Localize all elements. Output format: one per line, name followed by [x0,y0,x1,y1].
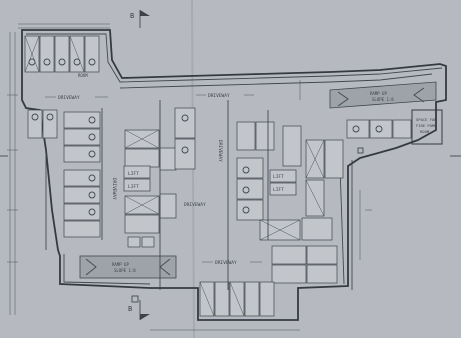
pump-room-label-3: ROOM [420,129,430,134]
ramp-right-label-1: RAMP UP [370,91,387,96]
parking-block-center-right: LIFT LIFT [236,121,333,241]
room-top-label: ROOM [78,73,88,78]
dimension-lines [7,23,372,331]
lift-label-2: LIFT [128,184,139,190]
driveway-label-bottom: DRIVEWAY [215,260,237,266]
parking-row-left-upper [27,109,58,139]
ramp-right: RAMP UP SLOPE 1:8 [329,81,437,109]
ramp-bottom-label-1: RAMP UP [112,262,129,267]
section-label-top: B [130,12,134,20]
parking-row-top [24,35,100,73]
section-label-bottom: B [128,305,132,313]
ramp-bottom-label-2: SLOPE 1:8 [114,268,136,273]
driveway-label-vertical-right: DRIVEWAY [217,140,223,162]
section-marker-top: B [130,10,150,28]
parking-column-left [63,111,101,238]
driveway-label-vertical-left: DRIVEWAY [111,178,117,200]
driveway-label-center: DRIVEWAY [184,202,206,208]
columns-and-details [0,100,461,303]
driveway-labels: DRIVEWAY DRIVEWAY DRIVEWAY DRIVEWAY DRIV… [45,93,262,266]
pump-room-label-2: FIRE PUMP [416,123,437,128]
lift-label-4: LIFT [273,187,284,193]
lift-block-left: LIFT LIFT [123,165,151,192]
driveway-label-top-center: DRIVEWAY [208,93,230,99]
lift-label-3: LIFT [273,174,284,180]
driveway-label-top-left: DRIVEWAY [58,95,80,101]
ramp-bottom: RAMP UP SLOPE 1:8 [79,255,177,279]
pump-room-label-1: SPACE FOR [416,117,437,122]
parking-row-bottom [199,245,338,317]
ramp-right-label-2: SLOPE 1:8 [372,97,394,102]
lift-label-1: LIFT [128,171,139,177]
fire-pump-room: SPACE FOR FIRE PUMP ROOM [411,109,443,145]
parking-column-right [305,119,412,217]
section-marker-bottom: B [128,300,150,320]
building-outline [21,29,447,321]
